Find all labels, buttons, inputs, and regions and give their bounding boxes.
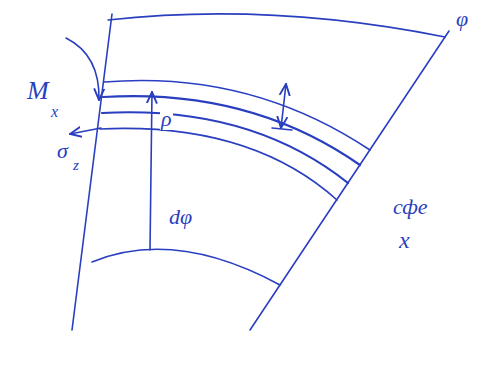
angle-arc: [92, 249, 280, 285]
layer-arc: [100, 128, 337, 200]
angle-label: φ: [455, 8, 469, 30]
outer-arc: [108, 14, 445, 37]
axis-label: x: [398, 228, 411, 252]
layer-arc: [103, 96, 360, 165]
stress-subscript: z: [72, 158, 80, 173]
moment-arrow: [66, 38, 99, 100]
stress-label: σ: [56, 140, 69, 162]
sector-edge: [72, 14, 112, 330]
layer-arc: [104, 80, 370, 150]
radius-label: ρ: [160, 108, 173, 130]
layer-arc: [102, 112, 348, 183]
thickness-tick: [272, 128, 292, 130]
note-text: сфе: [392, 196, 429, 218]
moment-subscript: x: [50, 104, 59, 120]
radius-arrow: [150, 92, 152, 250]
angle-label: dφ: [168, 206, 193, 228]
thickness-arrow: [281, 84, 286, 128]
stress-arrow: [70, 128, 101, 134]
moment-label: M: [26, 78, 50, 104]
